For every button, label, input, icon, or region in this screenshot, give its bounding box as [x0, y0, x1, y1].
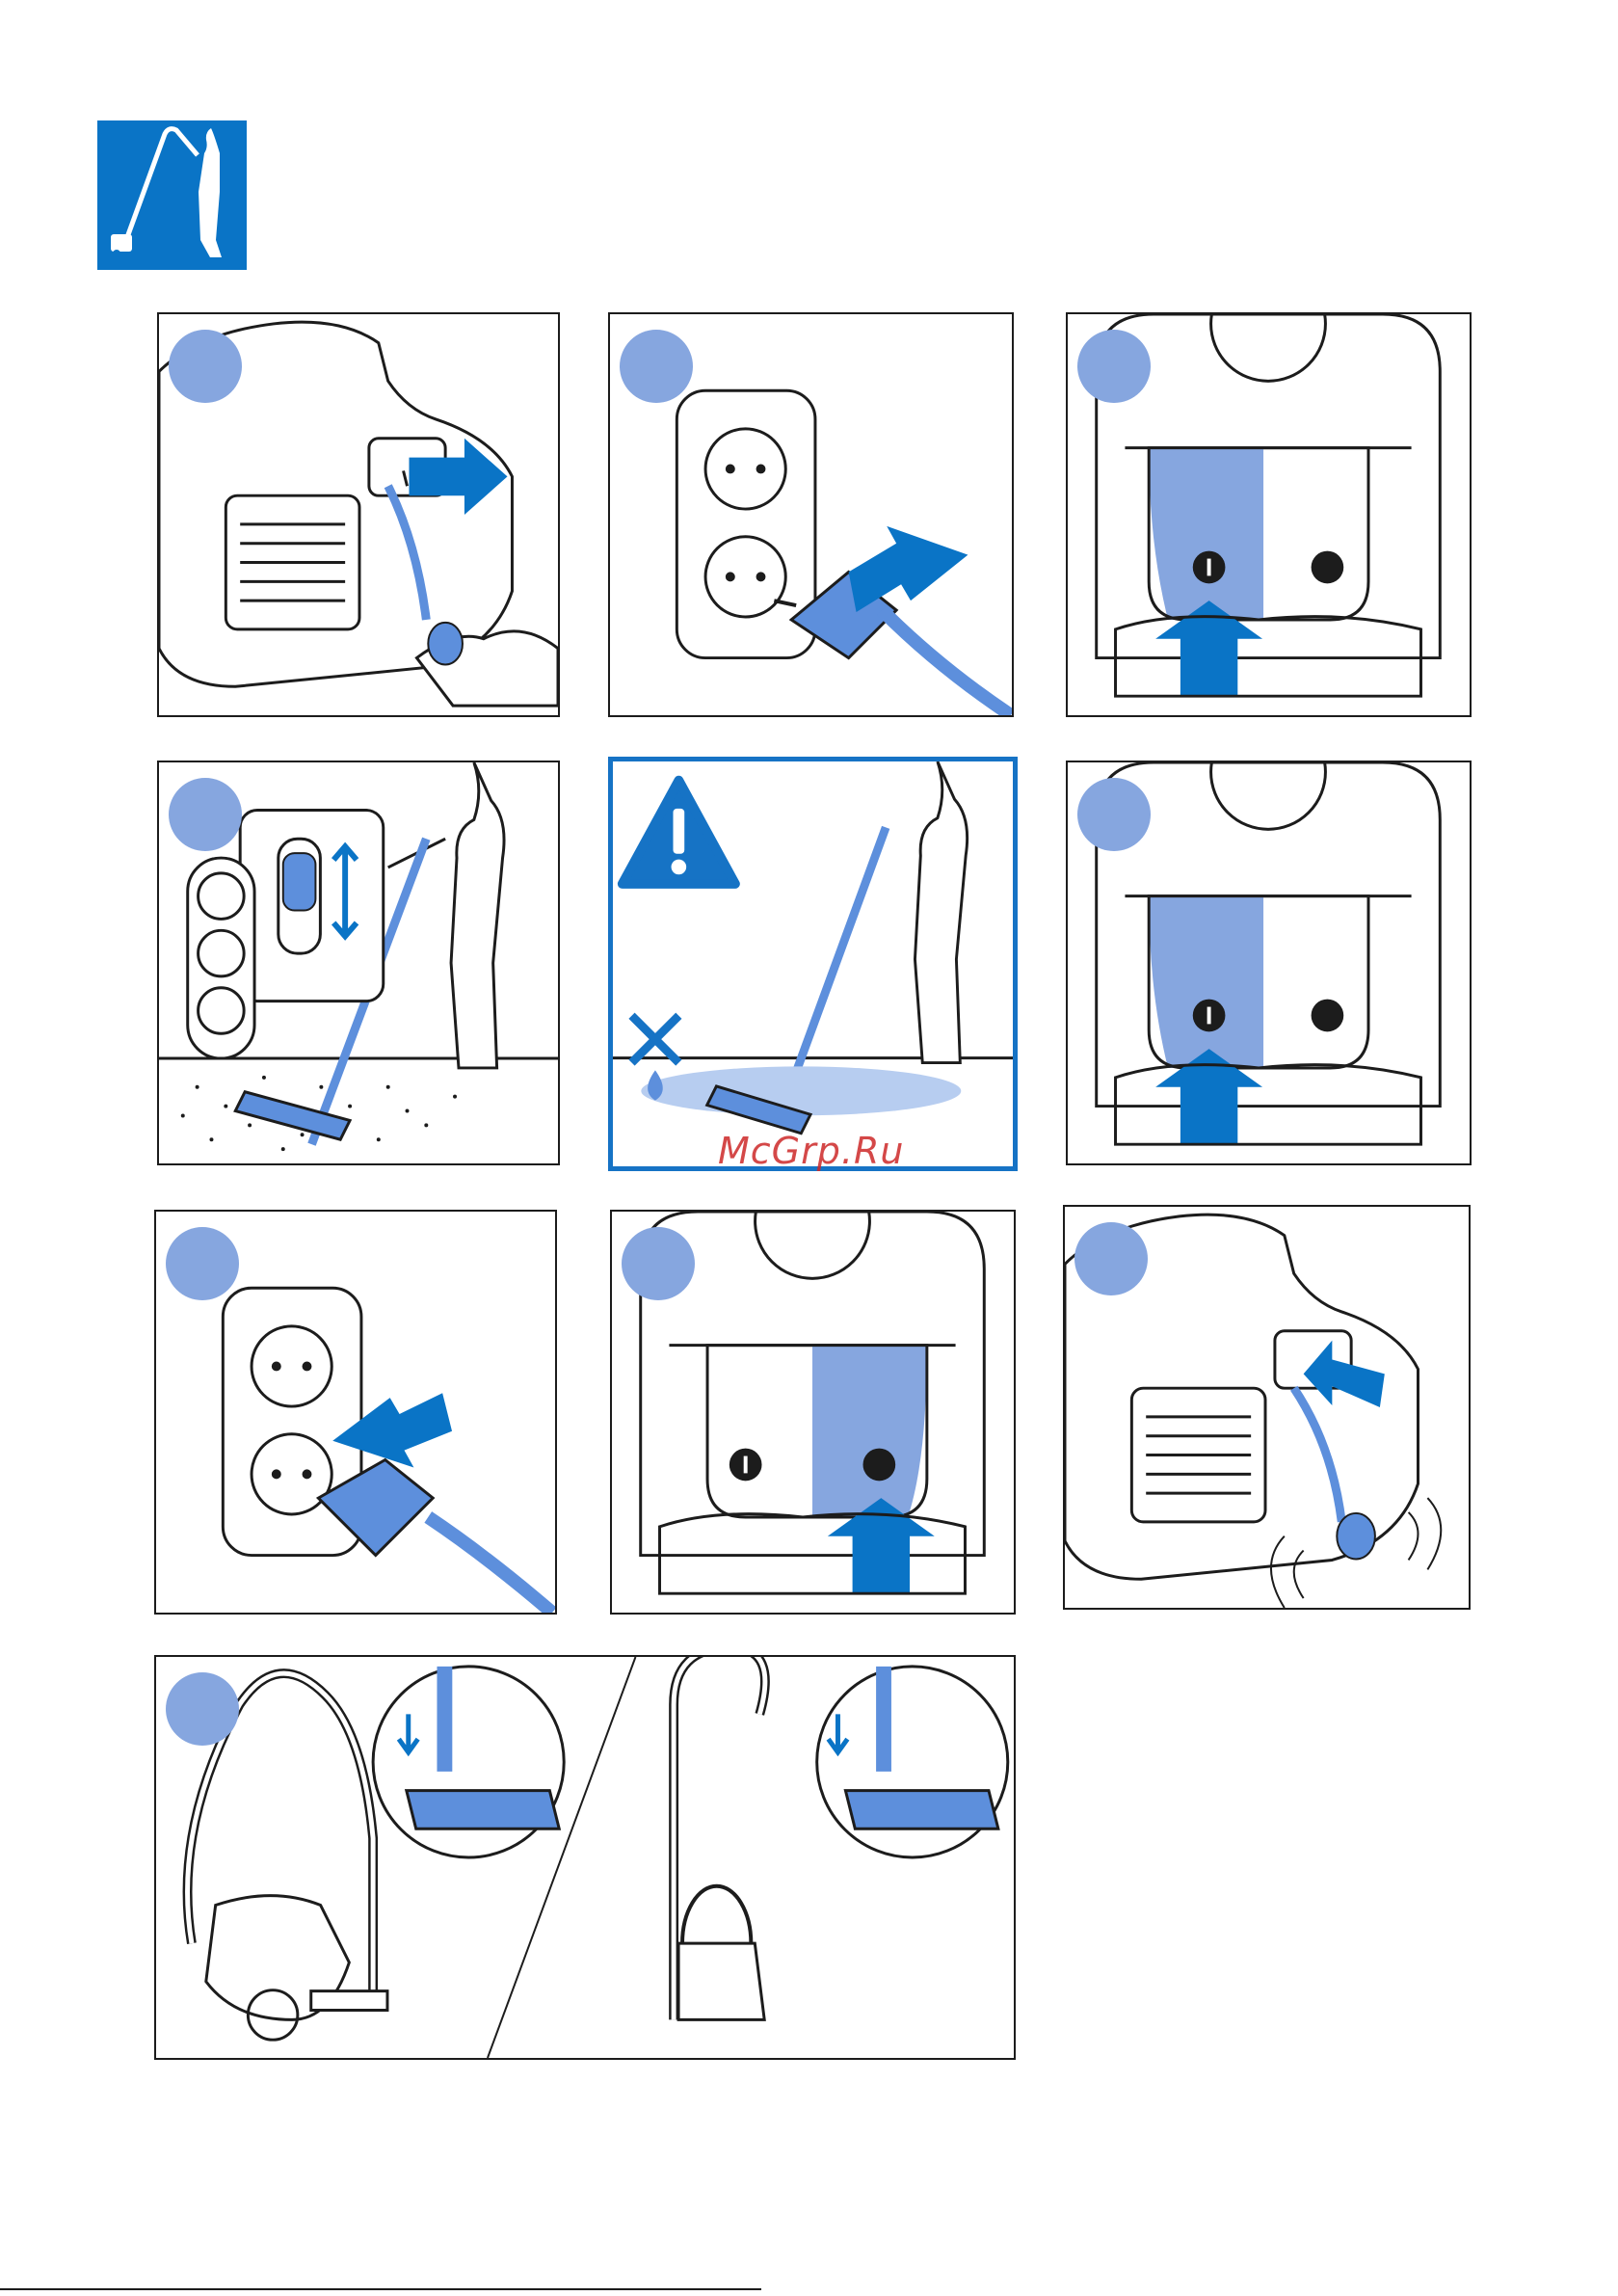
footer-rule [0, 2288, 761, 2290]
step-panel-press-on [1066, 312, 1472, 717]
step-marker [1074, 1222, 1148, 1295]
step-panel-pull-cord [157, 312, 560, 717]
person-vacuuming-icon [97, 120, 247, 270]
step-marker [1077, 778, 1151, 851]
watermark-text: McGrp.Ru [718, 1130, 904, 1172]
step-marker [166, 1227, 239, 1300]
warning-panel-no-water [608, 757, 1018, 1171]
step-panel-remove-plug [154, 1210, 557, 1615]
warning-triangle-icon [623, 781, 735, 884]
step-panel-insert-plug [608, 312, 1014, 717]
step-panel-adjust-nozzle [157, 761, 560, 1165]
step-panel-press-cord-rewind [610, 1210, 1016, 1615]
step-marker [169, 330, 242, 403]
step-marker [622, 1227, 695, 1300]
step-panel-cord-rewinds [1063, 1205, 1471, 1610]
cross-mark-icon [632, 1016, 679, 1063]
step-panel-press-on-2 [1066, 761, 1472, 1165]
step-marker [166, 1672, 239, 1746]
step-marker [620, 330, 693, 403]
step-marker [1077, 330, 1151, 403]
step-panel-parking-storage [154, 1655, 1016, 2060]
step-marker [169, 778, 242, 851]
